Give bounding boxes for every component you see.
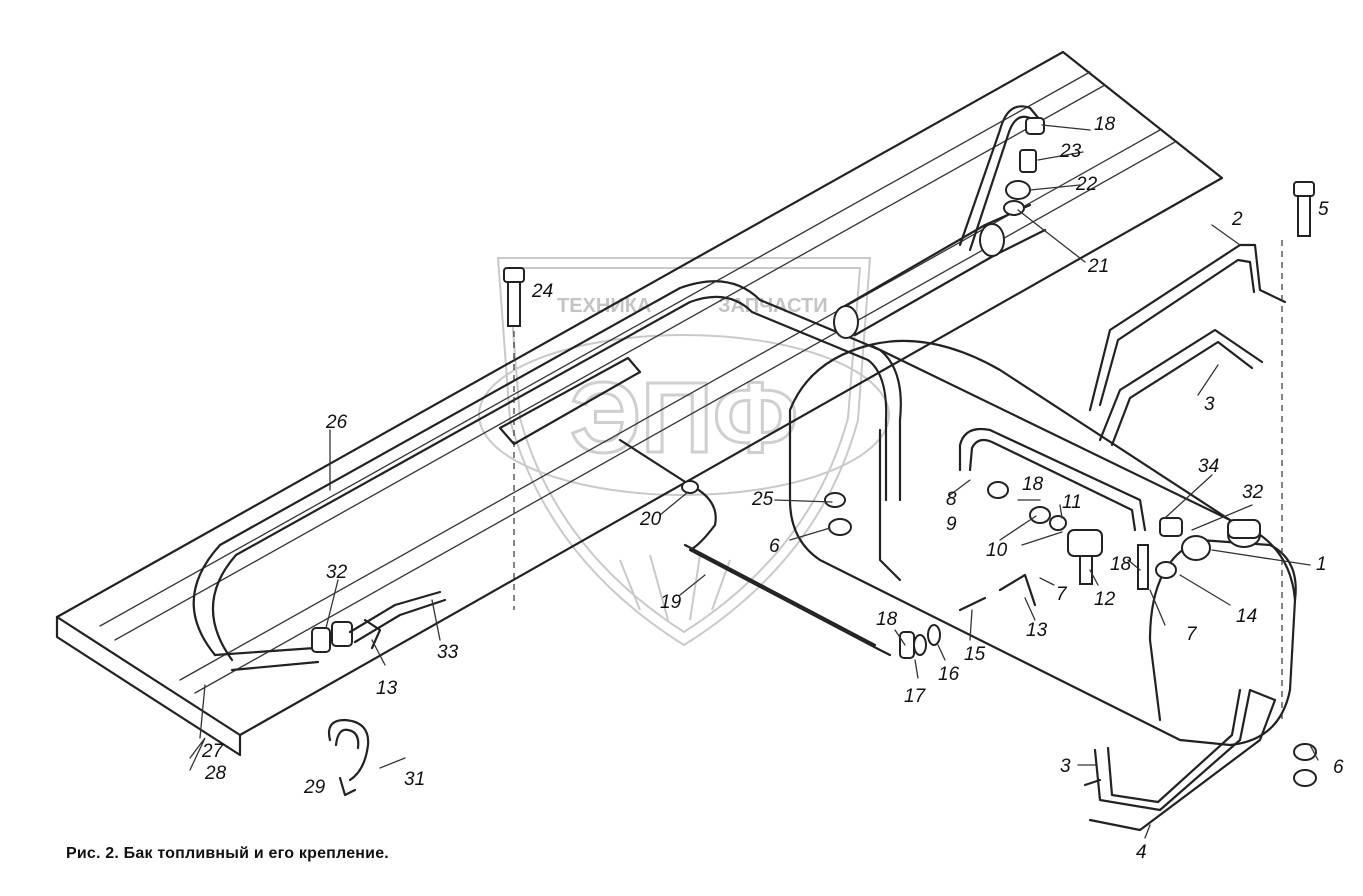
label-1: 1 [1316,554,1327,575]
label-13-right: 13 [1026,620,1048,641]
label-25: 25 [751,489,774,510]
label-10: 10 [986,540,1008,561]
label-9: 9 [946,514,957,535]
label-26: 26 [325,412,348,433]
label-23: 23 [1059,141,1082,162]
label-4: 4 [1136,842,1147,863]
fuel-line-8 [958,427,1147,532]
label-17: 17 [904,686,927,707]
nuts-6 [1293,743,1317,787]
label-31: 31 [404,769,425,790]
label-34: 34 [1198,456,1219,477]
label-7-left: 7 [1056,584,1068,605]
straps [1083,243,1287,832]
label-19: 19 [660,592,682,613]
label-6-right: 6 [1333,757,1344,778]
label-5: 5 [1318,199,1329,220]
label-24: 24 [531,281,553,302]
label-33: 33 [437,642,459,663]
mounting-plate [498,356,642,446]
label-28: 28 [204,763,227,784]
label-15: 15 [964,644,986,665]
label-18-right: 18 [1110,554,1132,575]
fuel-tank [788,339,1297,747]
label-12: 12 [1094,589,1116,610]
label-22: 22 [1075,174,1098,195]
label-8: 8 [946,489,957,510]
label-29: 29 [303,777,326,798]
left-fittings [311,590,447,653]
part-labels: 1 2 3 3 4 5 6 6 7 7 8 9 10 11 12 13 13 1… [201,114,1344,863]
label-16: 16 [938,664,960,685]
label-7-right: 7 [1186,624,1198,645]
upper-pipe [958,105,1045,252]
label-3-upper: 3 [1204,394,1215,415]
label-13-left: 13 [376,678,398,699]
label-18-bottom: 18 [876,609,898,630]
fuel-pipe-26 [192,280,902,672]
clamp-29 [327,718,406,797]
label-32-left: 32 [326,562,348,583]
figure-caption: Рис. 2. Бак топливный и его крепление. [66,845,389,862]
bolt-24 [503,267,525,327]
label-20: 20 [639,509,662,530]
bolt-5 [1293,181,1315,237]
label-2: 2 [1231,209,1243,230]
label-3-lower: 3 [1060,756,1071,777]
watermark-text-left: ТЕХНИКА [557,295,651,317]
label-21: 21 [1087,256,1109,277]
leader-lines [189,124,1319,839]
label-6-left: 6 [769,536,780,557]
frame-rail [55,50,1224,757]
label-11: 11 [1062,492,1082,513]
fittings [824,428,1211,659]
label-18-mid: 18 [1022,474,1044,495]
tube-cylinder [833,203,1047,339]
watermark: ТЕХНИКА ЗАПЧАСТИ ЭПФ [478,257,890,647]
label-14: 14 [1236,606,1257,627]
label-27: 27 [201,741,225,762]
label-18-top: 18 [1094,114,1116,135]
fuel-line-19 [618,438,892,657]
label-32-right: 32 [1242,482,1264,503]
